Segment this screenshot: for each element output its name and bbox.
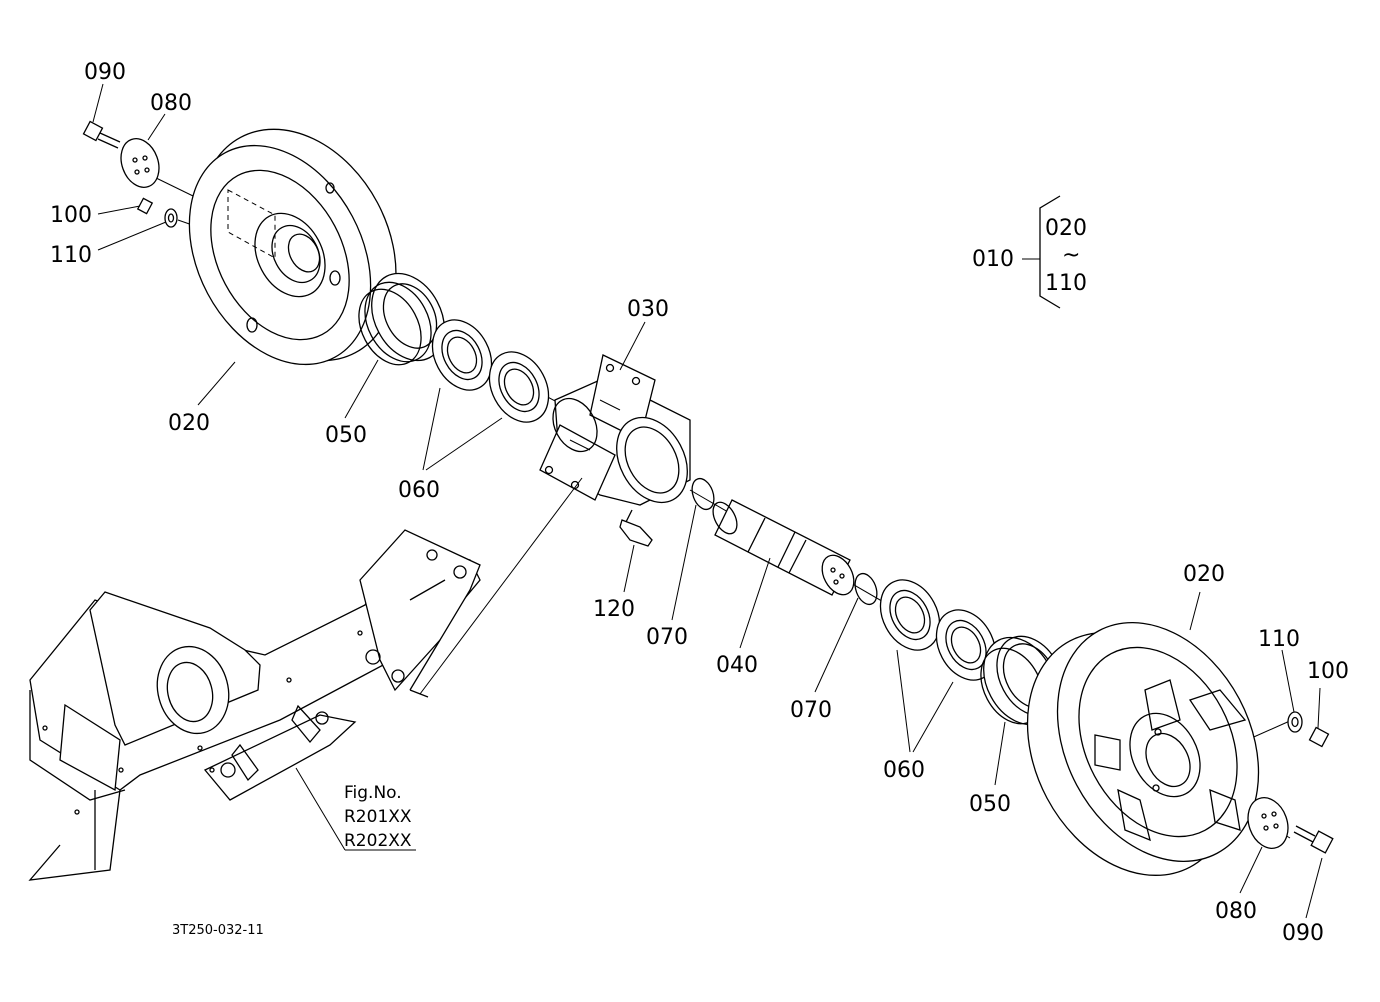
figure-ref-line1: R201XX	[344, 807, 412, 827]
figure-ref-line2: R202XX	[344, 831, 412, 851]
wheel-left-020	[188, 128, 397, 366]
label-090-right: 090	[1282, 921, 1324, 946]
shaft-040	[712, 499, 855, 596]
oring-070-a	[691, 477, 715, 511]
bearing-right-060-b	[935, 609, 997, 681]
bolt-left-090	[82, 120, 121, 149]
bearing-left-060-b	[488, 351, 550, 423]
seal-left-050	[358, 272, 445, 366]
machine-frame	[28, 529, 481, 881]
legend-tilde: ~	[1062, 243, 1080, 268]
label-060-right: 060	[883, 758, 925, 783]
oring-070-b	[854, 572, 878, 606]
label-080-right: 080	[1215, 899, 1257, 924]
bearing-left-060-a	[431, 319, 493, 391]
label-050-left: 050	[325, 423, 367, 448]
label-030: 030	[627, 297, 669, 322]
label-120: 120	[593, 597, 635, 622]
legend-bracket	[1022, 195, 1061, 309]
washer-left-100	[136, 197, 154, 215]
figure-ref-title: Fig.No.	[344, 783, 402, 803]
housing-030	[539, 354, 691, 506]
label-100-right: 100	[1307, 659, 1349, 684]
label-040: 040	[716, 653, 758, 678]
label-110-right: 110	[1258, 627, 1300, 652]
wheel-right-020	[1026, 622, 1260, 876]
nut-left-110	[164, 208, 178, 228]
label-090-left: 090	[84, 60, 126, 85]
bolt-right-090	[1293, 825, 1334, 854]
grease-nipple-120	[619, 509, 653, 547]
legend-from: 020	[1045, 216, 1087, 241]
label-070-a: 070	[646, 625, 688, 650]
label-050-right: 050	[969, 792, 1011, 817]
label-110-left: 110	[50, 243, 92, 268]
nut-right-110	[1287, 711, 1303, 733]
label-020-right: 020	[1183, 562, 1225, 587]
label-070-b: 070	[790, 698, 832, 723]
legend-to: 110	[1045, 271, 1087, 296]
label-080-left: 080	[150, 91, 192, 116]
cap-left-080	[120, 138, 160, 188]
label-100-left: 100	[50, 203, 92, 228]
drawing-code: 3T250-032-11	[172, 923, 264, 938]
label-060-left: 060	[398, 478, 440, 503]
leader-lines	[92, 83, 1323, 919]
label-020-left: 020	[168, 411, 210, 436]
cap-right-080	[1247, 797, 1289, 849]
washer-right-100	[1308, 726, 1330, 748]
legend-assembly: 010	[972, 247, 1014, 272]
bearing-right-060-a	[879, 579, 941, 651]
